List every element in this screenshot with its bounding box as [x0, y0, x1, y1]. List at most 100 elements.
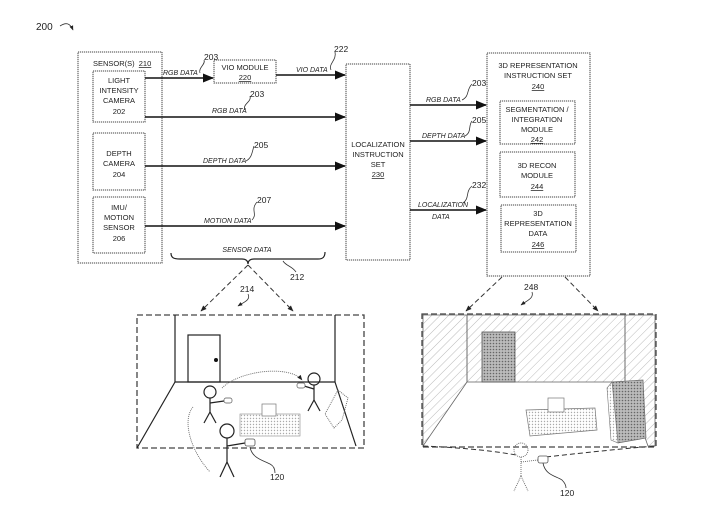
- person-front: [219, 423, 256, 478]
- depth-camera-box: [92, 132, 146, 191]
- rgb-out-leader: [461, 83, 473, 101]
- sensors-title-text: SENSOR(S): [93, 59, 135, 68]
- right-scene-ref: 248: [524, 282, 538, 292]
- right-scene-ref-arrow: [520, 291, 533, 306]
- vio-out-leader: [329, 51, 336, 71]
- light-intensity-camera-box: [92, 70, 146, 123]
- sensors-box: SENSOR(S) 210 LIGHT INTENSITY CAMERA 202…: [77, 51, 163, 264]
- sensor-data-ref: 212: [290, 272, 304, 282]
- reconstructed-box: [547, 397, 565, 413]
- segmentation-module-box: [499, 100, 576, 145]
- door-knob: [214, 358, 218, 362]
- representation-ref: 240: [532, 82, 545, 91]
- reconstructed-left-wall: [422, 314, 468, 448]
- depth-label-1: DEPTH: [106, 149, 131, 158]
- camera-label-1: LIGHT: [108, 76, 131, 85]
- person-viewer: [513, 442, 549, 492]
- vio-module-title: VIO MODULE: [221, 63, 268, 72]
- vio-module-box: [213, 59, 277, 84]
- depth-ref-num: 205: [254, 140, 268, 150]
- rep-data-label-2: REPRESENTATION: [504, 219, 572, 228]
- left-scene: 214: [136, 284, 365, 482]
- camera-ref: 202: [113, 107, 126, 116]
- imu-label-3: SENSOR: [103, 223, 135, 232]
- sensor-data-brace: SENSOR DATA 212: [170, 247, 326, 312]
- figure-ref-arrow: [59, 23, 74, 31]
- rgb-out-ref: 203: [472, 78, 486, 88]
- segmentation-label-1: SEGMENTATION /: [505, 105, 569, 114]
- representation-label-2: INSTRUCTION SET: [504, 71, 572, 80]
- rgb-direct-label: RGB DATA: [212, 108, 247, 115]
- localization-label-3: SET: [371, 160, 386, 169]
- depth-out-label: DEPTH DATA: [422, 133, 466, 140]
- left-scene-ref: 214: [240, 284, 254, 294]
- brace-arrow-left: [200, 264, 249, 312]
- sensors-ref: 210: [139, 59, 152, 68]
- imu-label-1: IMU/: [111, 203, 128, 212]
- couch: [239, 413, 301, 437]
- chair: [324, 389, 349, 429]
- box-object: [261, 403, 277, 417]
- flow-arrows: RGB DATA 203 VIO DATA 222 RGB DATA 203 D…: [145, 44, 488, 231]
- loc-out-label-1: LOCALIZATION: [418, 202, 469, 209]
- sensor-data-label: SENSOR DATA: [222, 247, 271, 254]
- vio-module-ref: 220: [239, 73, 252, 82]
- view-line-left: [422, 445, 517, 456]
- rep-data-label-3: DATA: [529, 229, 548, 238]
- imu-ref: 206: [113, 234, 126, 243]
- depth-label-2: CAMERA: [103, 159, 135, 168]
- depth-out-leader: [464, 120, 473, 137]
- reconstructed-couch: [525, 407, 598, 437]
- motion-path-left: [187, 406, 211, 473]
- representation-label-1: 3D REPRESENTATION: [498, 61, 577, 70]
- floor-left-edge: [136, 381, 176, 449]
- figure-number: 200: [36, 22, 53, 33]
- left-device-ref: 120: [270, 472, 284, 482]
- depth-out-ref: 205: [472, 115, 486, 125]
- recon-module-box: [499, 151, 576, 198]
- motion-label: MOTION DATA: [204, 218, 252, 225]
- depth-label: DEPTH DATA: [203, 158, 247, 165]
- right-scene-frame: [421, 313, 657, 448]
- floor-right-edge: [334, 381, 357, 447]
- depth-leader: [245, 145, 255, 162]
- recon-label-1: 3D RECON: [518, 161, 557, 170]
- segmentation-ref: 242: [531, 135, 544, 144]
- recon-label-2: MODULE: [521, 171, 553, 180]
- person-left: [203, 385, 233, 424]
- device-leader-right: [542, 462, 567, 489]
- brace-shape: [170, 251, 326, 265]
- person-right: [296, 372, 321, 412]
- right-scene: 248 120: [421, 276, 657, 498]
- rep-arrow-left: [465, 276, 503, 312]
- localization-ref: 230: [372, 170, 385, 179]
- camera-label-3: CAMERA: [103, 96, 135, 105]
- rgb-direct-leader: [244, 95, 251, 111]
- imu-label-2: MOTION: [104, 213, 134, 222]
- loc-out-ref: 232: [472, 180, 486, 190]
- loc-out-label-2: DATA: [432, 214, 450, 221]
- representation-data-box: [500, 204, 577, 253]
- rep-data-label-1: 3D: [533, 209, 543, 218]
- rep-arrow-right: [564, 276, 599, 312]
- sensors-title: SENSOR(S) 210: [93, 59, 151, 68]
- localization-label-1: LOCALIZATION: [351, 140, 405, 149]
- brace-arrow-right: [247, 264, 294, 312]
- loc-out-leader: [462, 185, 473, 204]
- vio-out-label: VIO DATA: [296, 67, 328, 74]
- localization-box: [345, 63, 411, 261]
- motion-ref: 207: [257, 195, 271, 205]
- rep-data-ref: 246: [532, 240, 545, 249]
- representation-instruction-set: 3D REPRESENTATION INSTRUCTION SET 240 SE…: [486, 52, 591, 277]
- figure-ref: 200: [36, 22, 74, 33]
- imu-sensor-box: [92, 196, 146, 254]
- rgb-to-vio-leader: [199, 59, 205, 74]
- segmentation-label-3: MODULE: [521, 125, 553, 134]
- segmentation-label-2: INTEGRATION: [512, 115, 563, 124]
- camera-label-2: INTENSITY: [99, 86, 138, 95]
- vio-out-ref: 222: [334, 44, 348, 54]
- left-scene-ref-arrow: [237, 293, 250, 307]
- door: [187, 334, 221, 383]
- rgb-out-label: RGB DATA: [426, 97, 461, 104]
